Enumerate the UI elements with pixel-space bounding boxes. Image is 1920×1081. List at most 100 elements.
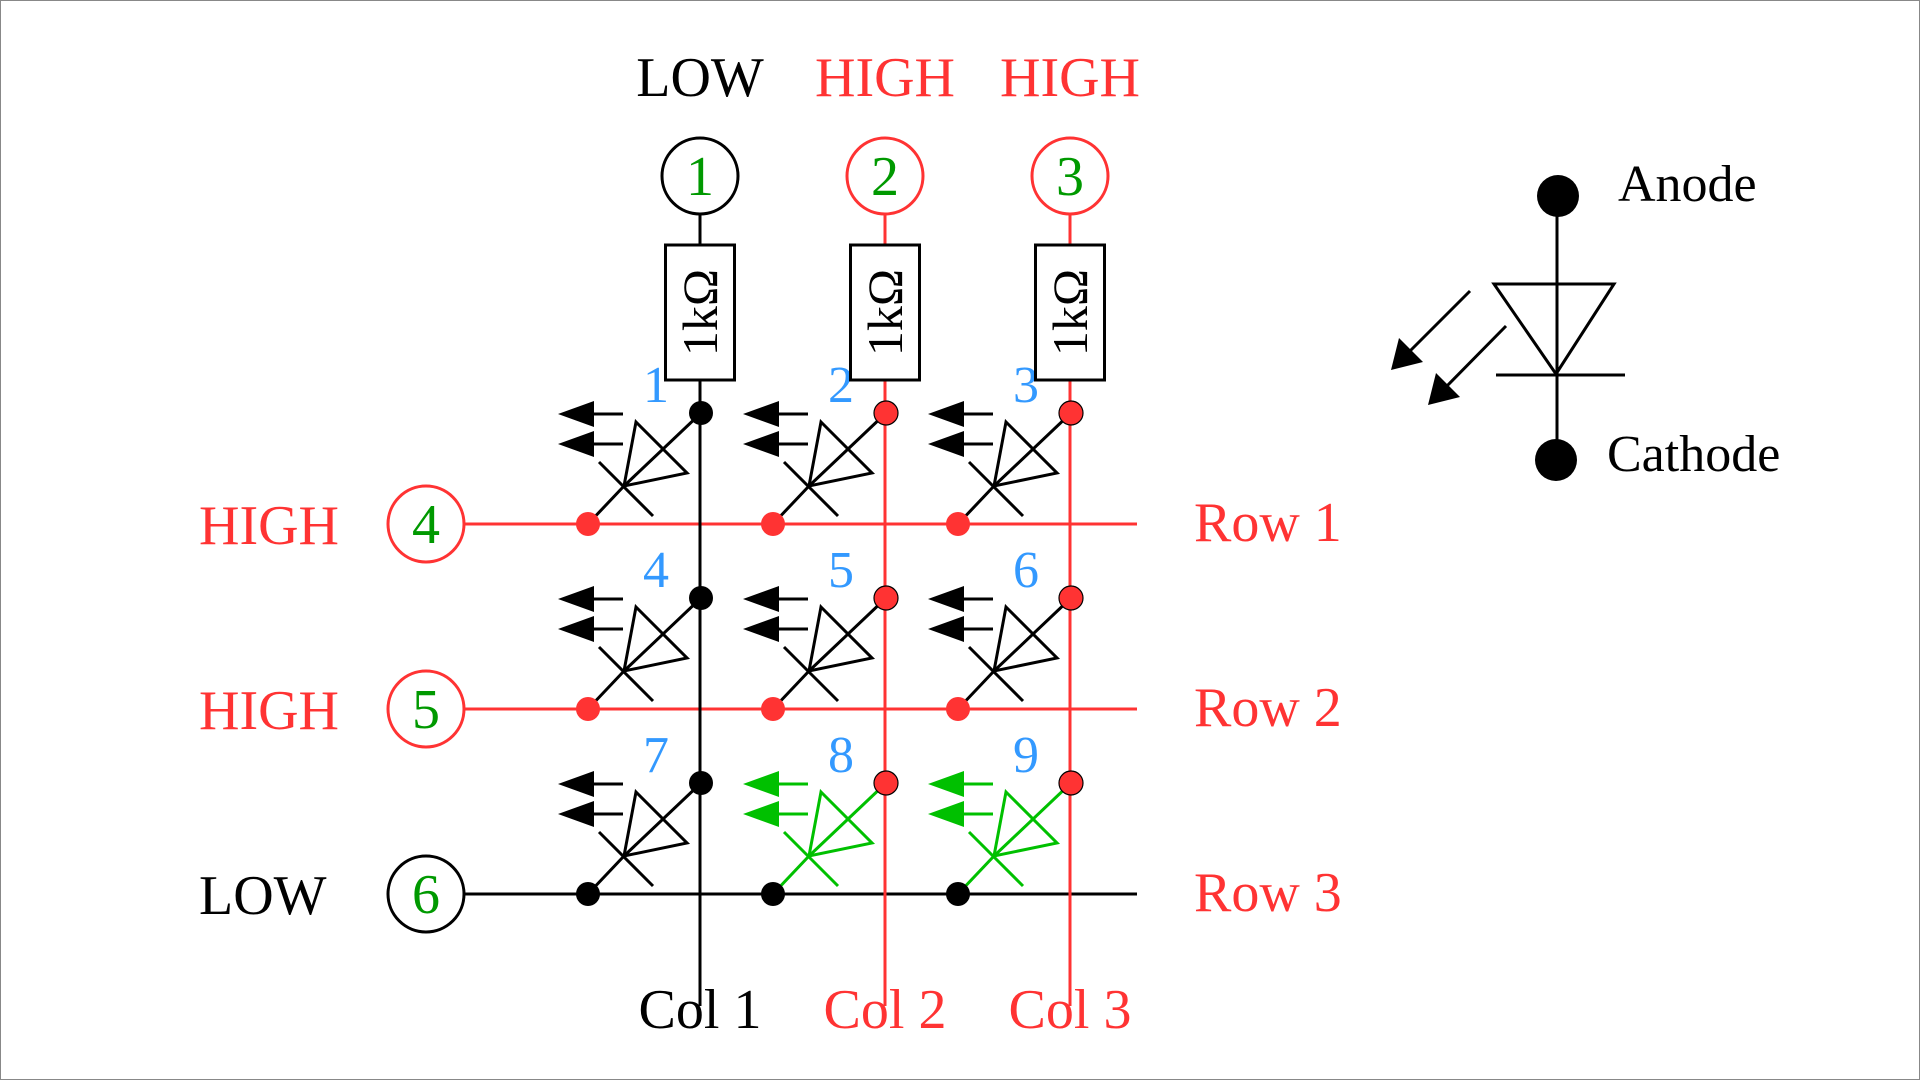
anode-junction-dot [689, 771, 713, 795]
column-pin-circle [1030, 136, 1110, 216]
light-arrow-head-icon [928, 771, 964, 797]
led-bar-icon [967, 460, 1025, 518]
anode-junction-dot [689, 586, 713, 610]
resistor-icon [664, 243, 736, 382]
led-bar-icon [782, 645, 840, 703]
light-arrow-head-icon [743, 616, 779, 642]
column-pin-number: 2 [871, 146, 899, 208]
column-pin-number: 3 [1056, 146, 1084, 208]
anode-junction-dot [689, 401, 713, 425]
cathode-junction-dot [576, 512, 600, 536]
row-pin-number: 5 [412, 679, 440, 741]
row-name-label: Row 3 [1194, 862, 1342, 924]
light-emission-arrows-icon [1391, 289, 1508, 405]
resistor-value-label: 1kΩ [857, 269, 913, 356]
resistor-value-label: 1kΩ [1042, 269, 1098, 356]
column-pin-number: 1 [686, 146, 714, 208]
anode-junction-dot [1058, 585, 1084, 611]
row-name-label: Row 2 [1194, 677, 1342, 739]
led-triangle-icon [992, 418, 1061, 488]
light-arrow-head-icon [928, 616, 964, 642]
light-arrow-head-icon [928, 401, 964, 427]
resistor-icon [849, 243, 921, 382]
led-number-label: 8 [828, 727, 854, 784]
cathode-junction-dot [761, 697, 785, 721]
led-number-label: 6 [1013, 542, 1039, 599]
led-bar-icon [782, 460, 840, 518]
led-triangle-icon [807, 788, 876, 858]
led-bar-icon [782, 830, 840, 888]
led: 8 [743, 727, 899, 906]
led: 3 [928, 357, 1084, 536]
row-pin-circle [386, 669, 466, 749]
row-pin-circle [386, 854, 466, 934]
cathode-junction-dot [946, 697, 970, 721]
light-arrow-head-icon [743, 586, 779, 612]
column-state-label: HIGH [1000, 47, 1140, 109]
column-state-label: HIGH [815, 47, 955, 109]
light-arrow-head-icon [558, 771, 594, 797]
row-pin-number: 4 [412, 494, 440, 556]
led: 1 [558, 357, 713, 536]
row-state-label: LOW [199, 865, 327, 927]
cathode-junction-dot [576, 697, 600, 721]
row-pin-circle [386, 484, 466, 564]
led-bar-icon [597, 830, 655, 888]
cathode-terminal-icon [1535, 439, 1577, 481]
cathode-junction-dot [576, 882, 600, 906]
light-arrow-head-icon [558, 801, 594, 827]
led-bar-icon [597, 645, 655, 703]
led-number-label: 9 [1013, 727, 1039, 784]
light-arrow-head-icon [743, 801, 779, 827]
anode-junction-dot [873, 400, 899, 426]
led: 7 [558, 727, 713, 906]
led-symbol-legend: Anode Cathode [1391, 156, 1780, 483]
led-number-label: 4 [643, 542, 669, 599]
light-arrow-head-icon [743, 431, 779, 457]
anode-junction-dot [1058, 770, 1084, 796]
row-state-label: HIGH [199, 680, 339, 742]
led-triangle-icon [992, 603, 1061, 673]
led-bar-icon [967, 645, 1025, 703]
row-pin-number: 6 [412, 864, 440, 926]
row-state-label: HIGH [199, 495, 339, 557]
led-triangle-icon [622, 788, 691, 858]
column-pin-circle [845, 136, 925, 216]
light-arrow-head-icon [558, 401, 594, 427]
led: 9 [928, 727, 1084, 906]
column-pin-circle [660, 136, 740, 216]
anode-label: Anode [1618, 156, 1757, 213]
led: 5 [743, 542, 899, 721]
light-arrow-head-icon [743, 401, 779, 427]
cathode-junction-dot [946, 882, 970, 906]
cathode-junction-dot [761, 882, 785, 906]
anode-junction-dot [873, 770, 899, 796]
led: 2 [743, 357, 899, 536]
led-number-label: 7 [643, 727, 669, 784]
light-arrow-head-icon [558, 616, 594, 642]
light-arrow-head-icon [558, 431, 594, 457]
led-triangle-icon [622, 418, 691, 488]
light-arrow-head-icon [743, 771, 779, 797]
light-arrow-head-icon [928, 431, 964, 457]
led-triangle-icon [992, 788, 1061, 858]
resistor-value-label: 1kΩ [672, 269, 728, 356]
cathode-label: Cathode [1607, 426, 1780, 483]
led: 4 [558, 542, 713, 721]
column-name-label: Col 2 [824, 979, 947, 1041]
resistor-icon [1034, 243, 1106, 382]
light-arrow-head-icon [928, 586, 964, 612]
diode-triangle-icon [1491, 282, 1617, 377]
led-triangle-icon [807, 603, 876, 673]
anode-junction-dot [1058, 400, 1084, 426]
led-triangle-icon [807, 418, 876, 488]
row-name-label: Row 1 [1194, 492, 1342, 554]
led-number-label: 5 [828, 542, 854, 599]
light-arrow-head-icon [928, 801, 964, 827]
led-bar-icon [967, 830, 1025, 888]
column-state-label: LOW [636, 47, 764, 109]
